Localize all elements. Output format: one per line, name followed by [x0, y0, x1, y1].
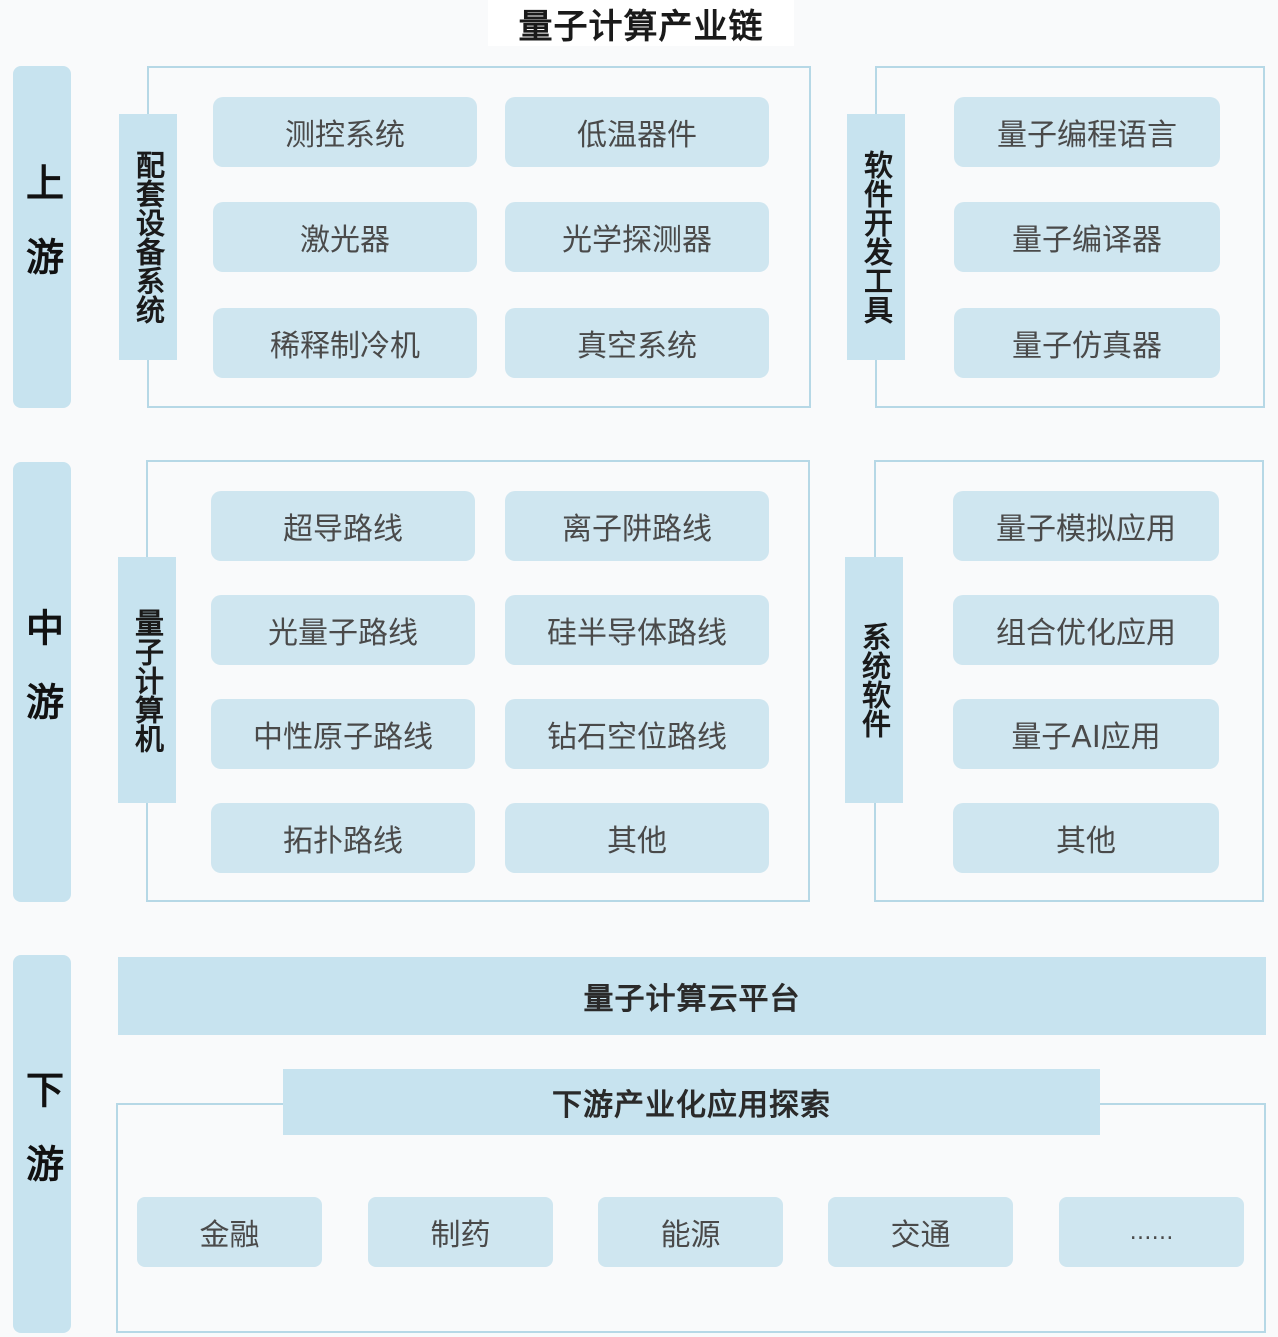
- exploration-header: 下游产业化应用探索: [283, 1069, 1100, 1135]
- computer-category: 量子计算机: [118, 557, 176, 803]
- equipment-category-label: 配套设备系统: [131, 150, 166, 324]
- application-item: 能源: [598, 1197, 783, 1267]
- system-software-item: 量子AI应用: [953, 699, 1219, 769]
- dev-tools-item: 量子编译器: [954, 202, 1220, 272]
- equipment-item: 光学探测器: [505, 202, 769, 272]
- page-title: 量子计算产业链: [488, 0, 794, 47]
- system-software-item: 量子模拟应用: [953, 491, 1219, 561]
- equipment-item: 稀释制冷机: [213, 308, 477, 378]
- stage-upstream: 上游: [13, 66, 71, 408]
- computer-route-item: 拓扑路线: [211, 803, 475, 873]
- dev-tools-item: 量子仿真器: [954, 308, 1220, 378]
- dev-tools-category: 软件开发工具: [847, 114, 905, 360]
- equipment-item: 激光器: [213, 202, 477, 272]
- computer-route-item: 中性原子路线: [211, 699, 475, 769]
- stage-downstream-label: 下游: [19, 1070, 64, 1218]
- computer-route-item: 光量子路线: [211, 595, 475, 665]
- computer-category-label: 量子计算机: [130, 607, 165, 753]
- application-item-more: ……: [1059, 1197, 1244, 1267]
- computer-route-item: 钻石空位路线: [505, 699, 769, 769]
- equipment-item: 测控系统: [213, 97, 477, 167]
- cloud-platform-bar: 量子计算云平台: [118, 957, 1266, 1035]
- system-software-category: 系统软件: [845, 557, 903, 803]
- application-item: 金融: [137, 1197, 322, 1267]
- stage-midstream-label: 中游: [19, 608, 64, 756]
- equipment-category: 配套设备系统: [119, 114, 177, 360]
- computer-route-item: 其他: [505, 803, 769, 873]
- application-item: 交通: [828, 1197, 1013, 1267]
- stage-midstream: 中游: [13, 462, 71, 902]
- computer-route-item: 超导路线: [211, 491, 475, 561]
- stage-downstream: 下游: [13, 955, 71, 1333]
- equipment-item: 真空系统: [505, 308, 769, 378]
- equipment-item: 低温器件: [505, 97, 769, 167]
- stage-upstream-label: 上游: [19, 163, 64, 311]
- system-software-item: 组合优化应用: [953, 595, 1219, 665]
- system-software-item: 其他: [953, 803, 1219, 873]
- computer-route-item: 硅半导体路线: [505, 595, 769, 665]
- computer-route-item: 离子阱路线: [505, 491, 769, 561]
- application-item: 制药: [368, 1197, 553, 1267]
- system-software-category-label: 系统软件: [857, 622, 892, 738]
- dev-tools-category-label: 软件开发工具: [859, 150, 894, 324]
- dev-tools-item: 量子编程语言: [954, 97, 1220, 167]
